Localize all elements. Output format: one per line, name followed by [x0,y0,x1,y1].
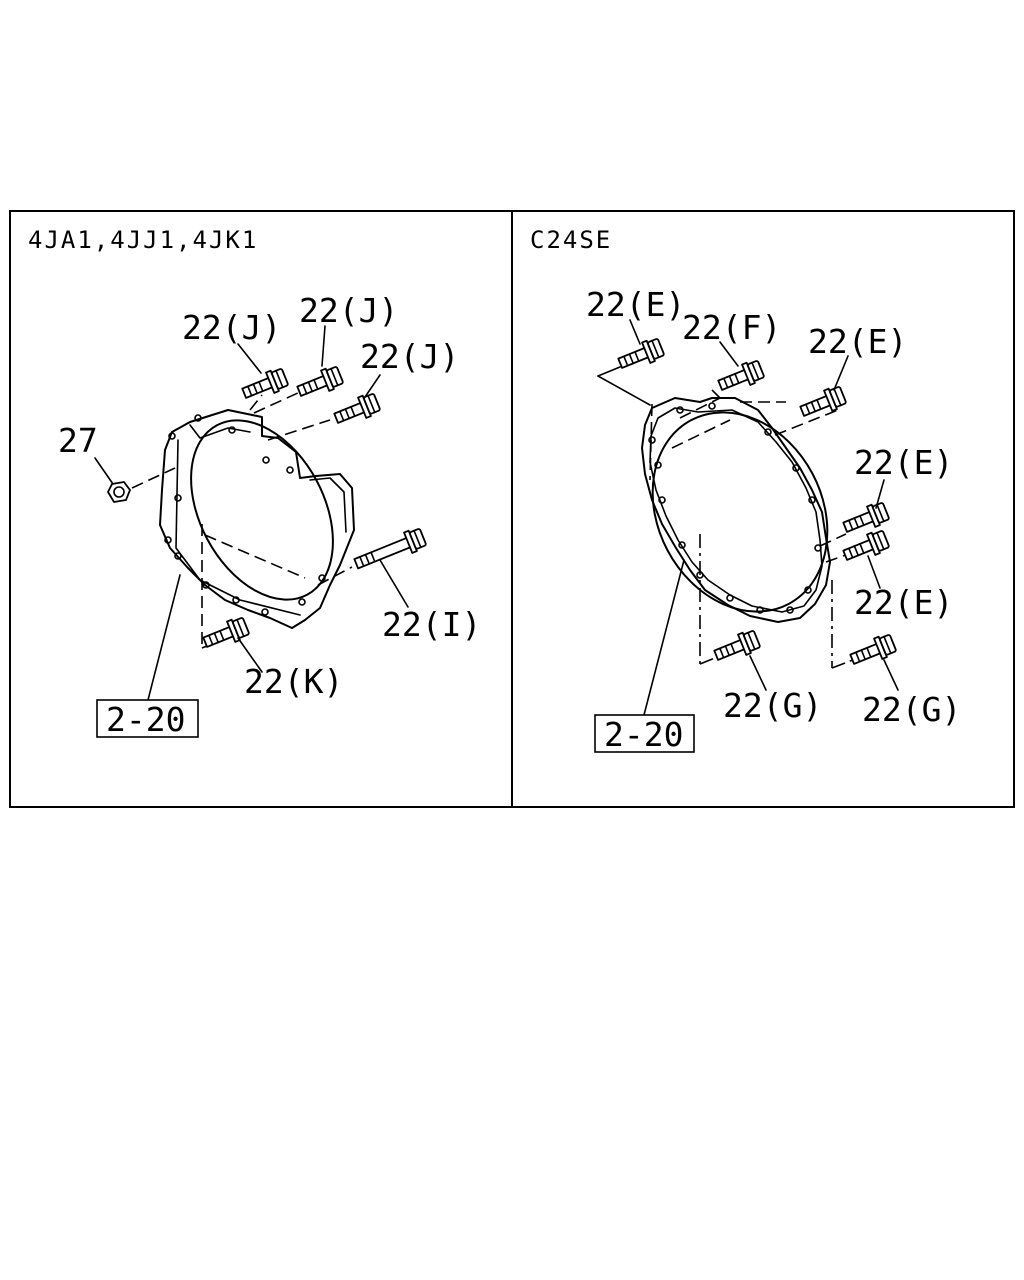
left-clutch-housing [159,409,355,629]
left-nut-27 [107,481,131,503]
right-callout-bolt-g2: 22(G) [862,690,961,729]
left-bolt-k [200,614,252,654]
left-callout-bolt-j1: 22(J) [182,308,281,347]
left-panel: 4JA1,4JJ1,4JK1 [28,226,481,739]
right-bolt-g1 [711,627,763,667]
left-callout-bolt-j3: 22(J) [360,337,459,376]
left-callout-bolt-k: 22(K) [244,662,343,701]
left-bolt-i [351,525,429,575]
right-panel: C24SE [530,226,961,754]
right-adapter-plate [641,397,831,623]
left-callout-nut-27: 27 [58,421,98,460]
right-callout-bolt-e4: 22(E) [854,583,953,622]
right-callout-bolt-e2: 22(E) [808,322,907,361]
left-callout-bolt-j2: 22(J) [299,291,398,330]
right-bolt-f [715,357,767,397]
left-callout-bolt-i: 22(I) [382,605,481,644]
left-bolt-j1 [239,365,291,405]
left-ref-box: 2-20 [96,699,199,739]
right-ref-box-label: 2-20 [604,715,683,754]
left-bolt-j3 [331,390,383,430]
left-bolt-j2 [294,363,346,403]
right-bolt-g2 [847,631,899,671]
right-bolt-e2 [797,383,849,423]
right-bolt-e4 [840,527,892,567]
right-callout-bolt-e3: 22(E) [854,443,953,482]
left-panel-header: 4JA1,4JJ1,4JK1 [28,226,258,254]
right-callout-bolt-g1: 22(G) [723,686,822,725]
right-ref-box: 2-20 [594,714,695,754]
right-panel-header: C24SE [530,226,612,254]
right-callout-bolt-f: 22(F) [682,308,781,347]
left-ref-box-label: 2-20 [106,700,185,739]
right-bolt-e1 [615,335,667,375]
right-callout-bolt-e1: 22(E) [586,285,685,324]
